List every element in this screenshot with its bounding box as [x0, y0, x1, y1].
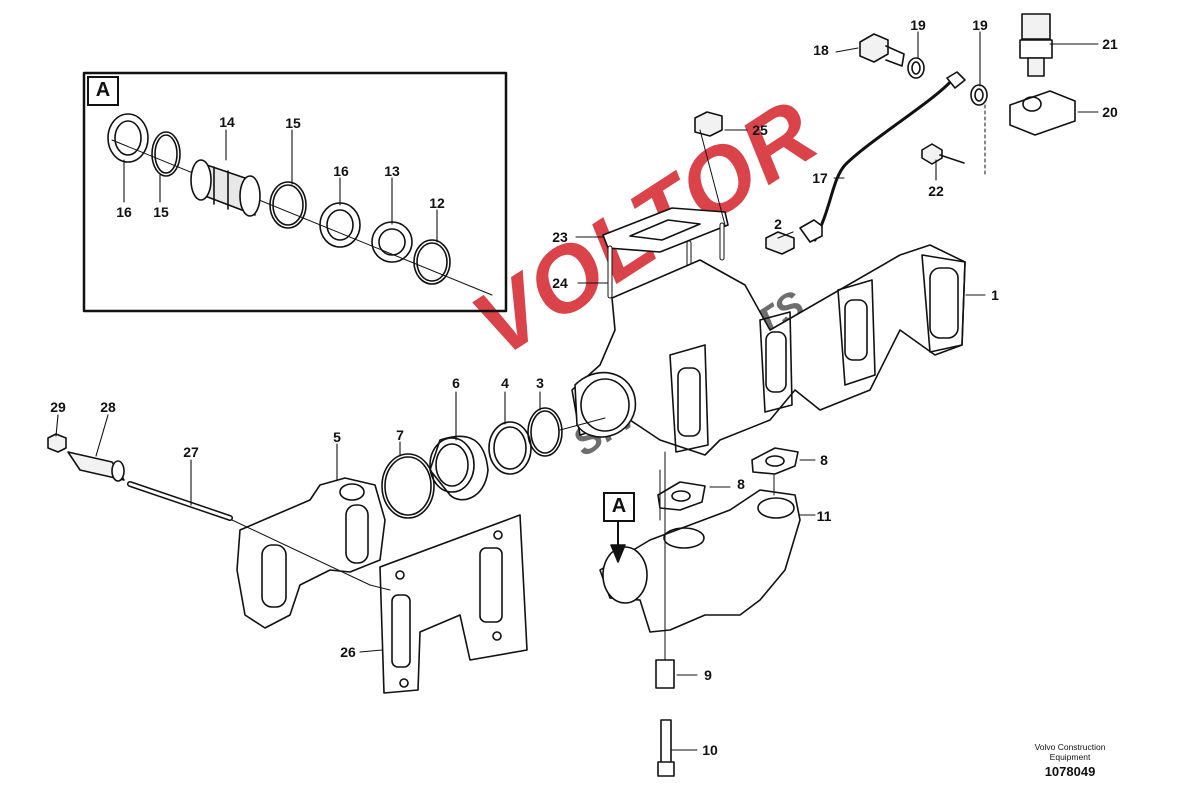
callout-23: 23	[552, 229, 568, 245]
callout-2: 2	[774, 216, 782, 232]
nut-29	[47, 433, 67, 453]
detail-ring-16a	[107, 113, 149, 163]
callout-16-detail-left: 16	[116, 204, 132, 220]
detail-view-frame	[82, 71, 508, 313]
callout-11: 11	[816, 508, 832, 524]
oring-3	[527, 407, 563, 457]
callout-16-detail-right: 16	[333, 163, 349, 179]
washer-19b	[970, 84, 988, 106]
detail-ring-12	[413, 239, 451, 285]
callout-19-left: 19	[910, 17, 926, 33]
callout-6: 6	[452, 375, 460, 391]
callout-28: 28	[100, 399, 116, 415]
pressure-sensor-21	[1021, 13, 1051, 40]
callout-3: 3	[536, 375, 544, 391]
detail-view-label: A	[87, 76, 119, 106]
detail-oring-15a	[151, 131, 181, 177]
callout-25: 25	[752, 122, 768, 138]
callout-8-lower: 8	[737, 476, 745, 492]
callout-29: 29	[50, 399, 66, 415]
gasket-23	[602, 207, 729, 253]
view-arrow-label: A	[603, 492, 635, 522]
callout-17: 17	[812, 170, 828, 186]
callout-13: 13	[384, 163, 400, 179]
gasket-26	[379, 514, 528, 694]
callout-15-detail-left: 15	[153, 204, 169, 220]
oil-pipe-17	[813, 78, 954, 242]
adapter-20	[1009, 90, 1076, 136]
callout-1: 1	[991, 287, 999, 303]
callout-19-right: 19	[972, 17, 988, 33]
exhaust-manifold-1	[571, 244, 966, 456]
gasket-8b	[751, 447, 799, 475]
manifold-section-5	[236, 477, 386, 629]
callout-4: 4	[501, 375, 509, 391]
detail-oring-15b	[269, 181, 307, 229]
washer-19a	[907, 57, 925, 79]
sleeve-28	[67, 451, 125, 481]
ring-4	[488, 421, 532, 475]
callout-24: 24	[552, 275, 568, 291]
spacer-9	[655, 659, 675, 689]
callout-8-upper: 8	[820, 452, 828, 468]
manifold-section-11	[599, 489, 801, 633]
drawing-number: 1078049	[1044, 764, 1096, 779]
bolt-22	[921, 143, 943, 165]
callout-5: 5	[333, 429, 341, 445]
callout-22: 22	[928, 183, 944, 199]
union-2	[765, 231, 795, 255]
banjo-bolt-18	[859, 33, 889, 63]
oring-7	[381, 453, 435, 519]
view-arrow-head	[610, 544, 626, 563]
callout-27: 27	[183, 444, 199, 460]
detail-ring-13	[371, 221, 413, 263]
callout-9: 9	[704, 667, 712, 683]
callout-18: 18	[813, 42, 829, 58]
nut-25	[694, 111, 723, 137]
manufacturer-label: Volvo Construction Equipment	[1034, 742, 1106, 762]
callout-12: 12	[429, 195, 445, 211]
callout-20: 20	[1102, 104, 1118, 120]
callout-15-detail-right: 15	[285, 115, 301, 131]
callout-26: 26	[340, 644, 356, 660]
callout-14: 14	[219, 114, 235, 130]
callout-7: 7	[396, 427, 404, 443]
callout-21: 21	[1102, 36, 1118, 52]
callout-10: 10	[702, 742, 718, 758]
bolt-10	[660, 719, 672, 769]
